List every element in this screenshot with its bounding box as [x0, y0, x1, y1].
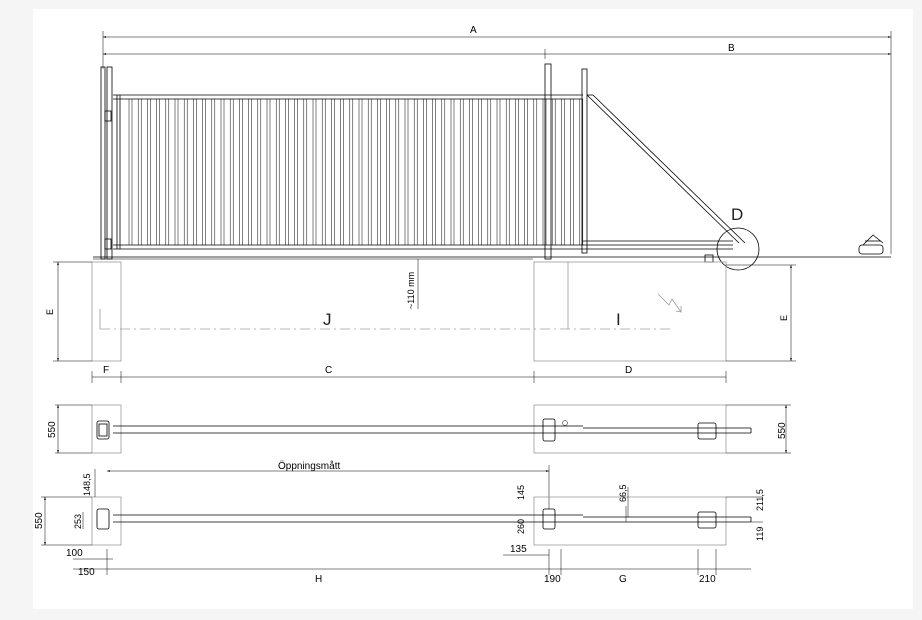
label-a: A — [470, 25, 477, 36]
roller — [704, 254, 714, 263]
dim-550-tr: 550 — [777, 422, 788, 439]
dim-148: 148,5 — [82, 473, 92, 496]
gate-technical-drawing: A B D — [34, 25, 892, 585]
dim-190: 190 — [544, 574, 561, 585]
dim-100: 100 — [66, 548, 83, 559]
plan-view-1: 550 550 — [47, 404, 791, 454]
label-b: B — [728, 43, 735, 54]
dim-211: 211,5 — [755, 489, 765, 511]
dim-210: 210 — [699, 574, 716, 585]
label-f: F — [103, 365, 109, 376]
dim-135: 135 — [510, 544, 527, 555]
opening-label: Öppningsmått — [278, 460, 340, 472]
label-i: I — [616, 310, 621, 329]
dimension-fcd: F C D — [91, 365, 727, 383]
dimension-e-left: E — [45, 261, 92, 362]
label-d: D — [625, 365, 632, 376]
dim-66: 66,5 — [618, 484, 628, 502]
lightning-icon — [657, 293, 682, 313]
label-e-right: E — [779, 315, 789, 321]
dimension-e-right: E — [726, 264, 796, 362]
clearance-label: ~110 mm — [406, 272, 416, 309]
detail-d: D — [716, 205, 760, 271]
dimension-b: B — [103, 43, 891, 59]
dim-550-bl: 550 — [34, 512, 45, 529]
dim-253: 253 — [73, 514, 83, 529]
end-stop-icon — [858, 234, 884, 255]
foundation-right — [533, 261, 727, 362]
drawing-sheet: A B D — [33, 9, 913, 609]
label-c: C — [325, 365, 332, 376]
label-e-left: E — [45, 309, 55, 315]
label-h: H — [315, 574, 322, 585]
gate-bars — [128, 99, 584, 245]
dim-150: 150 — [78, 567, 95, 578]
detail-d-label: D — [731, 205, 743, 224]
dim-260: 260 — [516, 519, 526, 534]
label-j: J — [323, 310, 332, 329]
dim-145: 145 — [516, 485, 526, 500]
label-g: G — [619, 574, 627, 585]
left-post — [100, 66, 113, 260]
plan-view-2: Öppningsmått 148,5 253 550 100 150 145 2… — [34, 460, 765, 585]
tail-section — [583, 94, 746, 244]
foundation-left — [91, 261, 122, 362]
dim-550-tl: 550 — [47, 421, 58, 438]
clearance-dim: ~110 mm — [406, 259, 419, 309]
guide-posts — [544, 63, 588, 260]
dimension-a: A — [102, 25, 892, 254]
gate-leaf — [113, 94, 733, 250]
dim-119: 119 — [755, 527, 765, 541]
